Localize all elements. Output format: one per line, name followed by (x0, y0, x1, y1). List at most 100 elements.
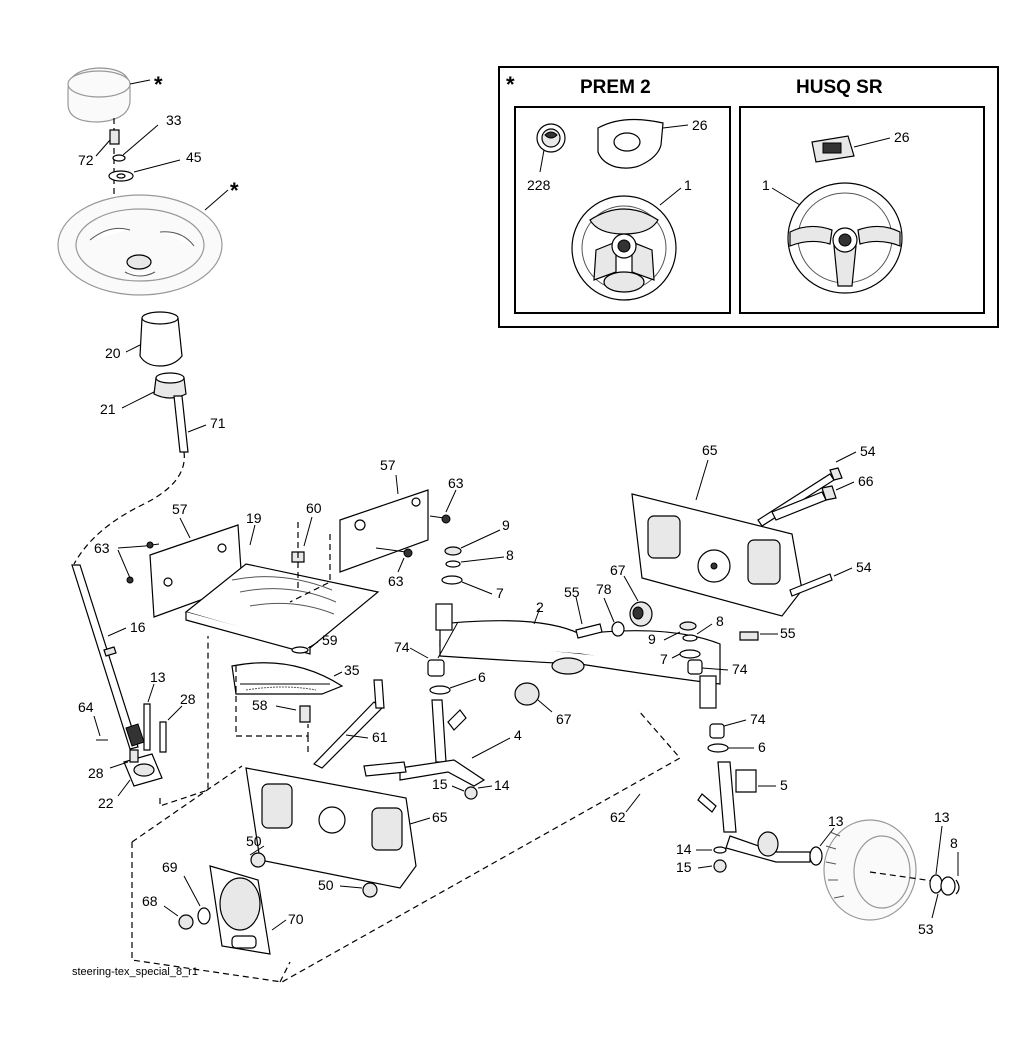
callout-26-prem: 26 (692, 117, 708, 133)
callout-asterisk-wheel: * (230, 178, 239, 203)
callout-50-upper: 50 (246, 833, 262, 849)
screw-63-lower-right (375, 547, 413, 558)
callout-54-lower: 54 (856, 559, 872, 575)
steering-cap (67, 67, 151, 123)
cap-9-left (444, 546, 462, 556)
bracket-57-right (339, 489, 429, 573)
clip-8-wheel (955, 879, 960, 895)
washer-7-right (679, 649, 701, 659)
callout-35: 35 (344, 662, 360, 678)
washer-13-outer (929, 874, 943, 894)
callout-57-right: 57 (380, 457, 396, 473)
spindle-5 (697, 761, 811, 863)
callout-15-right: 15 (676, 859, 692, 875)
steering-wheel-prem2 (571, 195, 677, 301)
clip-8-right (682, 634, 698, 642)
callout-2: 2 (536, 599, 544, 615)
washer-14-right (713, 846, 727, 854)
callout-53: 53 (918, 921, 934, 937)
callout-13-outer: 13 (934, 809, 950, 825)
callout-50-lower: 50 (318, 877, 334, 893)
inset-header-husq-sr: HUSQ SR (796, 77, 883, 98)
pivot-pin-55-left (575, 623, 603, 639)
callout-74-right: 74 (750, 711, 766, 727)
hub-cover-26-prem (597, 118, 664, 169)
front-wheel (823, 819, 941, 921)
screw-63-upper-right (429, 514, 451, 524)
callout-9-right: 9 (648, 631, 656, 647)
inset-panel-husq-sr: 26 1 (739, 106, 985, 314)
callout-69: 69 (162, 859, 178, 875)
washer-6-right (707, 743, 729, 753)
inset-panel-prem2: 26 228 1 (514, 106, 731, 314)
washer-53 (940, 876, 956, 896)
callout-71: 71 (210, 415, 226, 431)
spacer-67-lower (514, 682, 540, 706)
callout-8-wheel: 8 (950, 835, 958, 851)
bolt-28-left (129, 749, 139, 763)
callout-13-inner: 13 (828, 813, 844, 829)
nut-68 (178, 914, 194, 930)
husq-callouts: 26 1 (762, 129, 910, 206)
nut-15-left (464, 786, 478, 800)
washer-59 (291, 646, 309, 654)
callout-66: 66 (858, 473, 874, 489)
screw-63-upper-left (144, 541, 160, 549)
callout-65-right: 65 (702, 442, 718, 458)
callout-74-center: 74 (732, 661, 748, 677)
nut-50-upper (250, 852, 266, 868)
callout-9-left: 9 (502, 517, 510, 533)
callout-1-prem: 1 (684, 177, 692, 193)
sector-gear-35 (231, 662, 344, 695)
inset-asterisk: * (506, 72, 515, 97)
callout-228: 228 (527, 177, 551, 193)
callout-67-lower: 67 (556, 711, 572, 727)
callout-14-left: 14 (494, 777, 510, 793)
callout-5: 5 (780, 777, 788, 793)
pivot-bracket-65-right (631, 493, 803, 617)
tie-rod-62 (555, 774, 703, 802)
callout-55-left: 55 (564, 584, 580, 600)
washer-7-left (441, 575, 463, 585)
callout-58: 58 (252, 697, 268, 713)
callout-6-left: 6 (478, 669, 486, 685)
bolt-72 (109, 129, 120, 145)
callout-15-left: 15 (432, 776, 448, 792)
bolt-58 (299, 705, 311, 723)
callout-33: 33 (166, 112, 182, 128)
callout-67-upper: 67 (610, 562, 626, 578)
callout-78: 78 (596, 581, 612, 597)
callout-28-right: 28 (180, 691, 196, 707)
callout-7-left: 7 (496, 585, 504, 601)
variant-inset: * PREM 2 HUSQ SR (498, 66, 999, 328)
callout-74-left: 74 (394, 639, 410, 655)
steering-shaft-16 (71, 564, 145, 750)
shaft-extension-71 (173, 395, 189, 453)
bushing-74-right (709, 723, 725, 739)
steering-column-assembly: * 72 33 45 * (57, 67, 239, 565)
bushing-74-left (427, 659, 445, 677)
pivot-pin-55-right (739, 631, 759, 641)
callout-20: 20 (105, 345, 121, 361)
callout-68: 68 (142, 893, 158, 909)
callout-22: 22 (98, 795, 114, 811)
washer-6-left (429, 685, 451, 695)
bushing-74-center (687, 659, 703, 675)
callout-19: 19 (246, 510, 262, 526)
washer-69 (197, 907, 211, 925)
spindle-4 (363, 699, 486, 787)
steering-wheel-main (57, 189, 229, 296)
callout-16: 16 (130, 619, 146, 635)
callout-55-right: 55 (780, 625, 796, 641)
nut-15-right (713, 859, 727, 873)
callout-65-left: 65 (432, 809, 448, 825)
bracket-70 (209, 865, 271, 955)
pivot-bracket-65-left (245, 767, 417, 889)
bolt-13-column (143, 703, 151, 751)
cap-9-right (679, 621, 697, 631)
prem-callouts: 26 228 1 (527, 117, 708, 206)
bolt-28-right (159, 721, 167, 753)
callout-60: 60 (306, 500, 322, 516)
column-boot-20 (139, 311, 183, 367)
callout-72: 72 (78, 152, 94, 168)
